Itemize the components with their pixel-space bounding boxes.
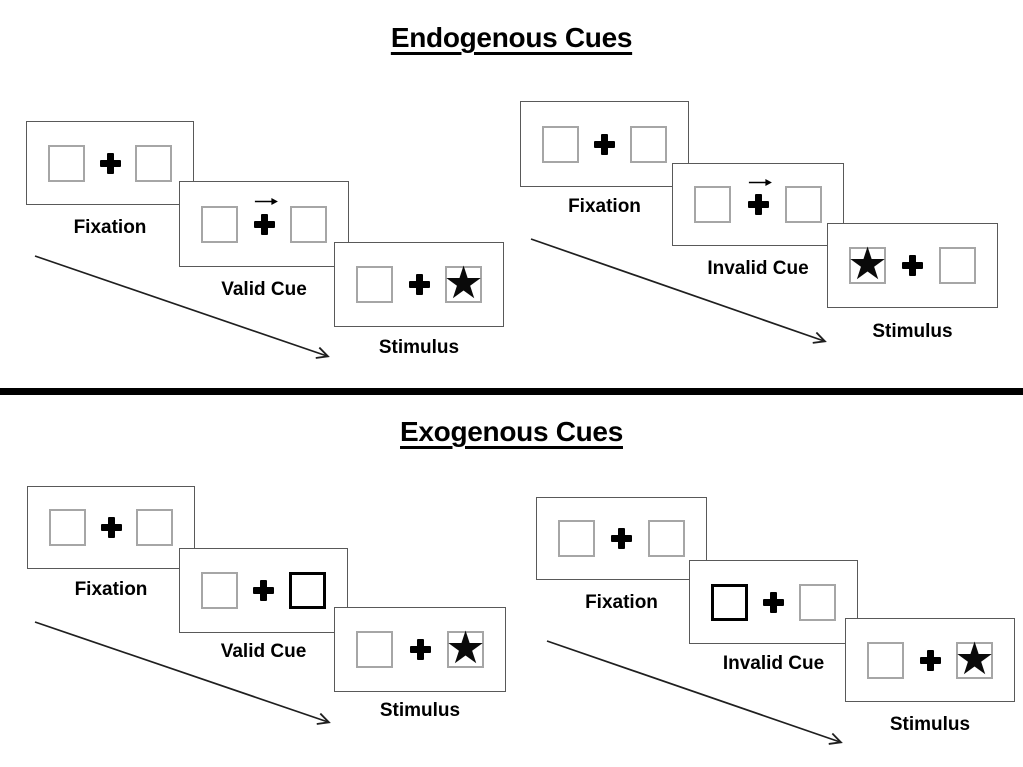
star-icon: ★ (443, 257, 484, 308)
stimulus-panel: ★ ★ (845, 618, 1015, 702)
right-box: ★ (785, 186, 822, 223)
right-box: ★ (443, 260, 483, 305)
right-box: ★ (799, 583, 836, 621)
panel-label: Stimulus (872, 321, 953, 342)
left-box: ★ (847, 241, 887, 286)
right-box: ★ (290, 205, 327, 243)
right-box: ★ (136, 509, 173, 546)
left-box: ★ (201, 205, 238, 243)
panel-label: Valid Cue (220, 641, 307, 662)
fixation-cross-icon (919, 649, 941, 671)
stimulus-panel: ★ ★ (827, 223, 998, 308)
fixation-panel: ★ ★ (536, 497, 707, 580)
panel-label: Invalid Cue (722, 653, 825, 674)
timeline-arrow-exogenous-invalid (546, 640, 843, 745)
invalid-cue-panel: ★ ★ (672, 163, 844, 246)
fixation-cross-icon (747, 194, 769, 215)
right-box: ★ (648, 520, 685, 557)
valid-cue-panel: ★ ★ (179, 181, 349, 267)
right-arrow-icon (254, 198, 278, 205)
fixation-panel: ★ ★ (27, 486, 195, 569)
left-box: ★ (49, 509, 86, 546)
fixation-cross-icon (99, 152, 121, 174)
panel-label: Fixation (568, 196, 641, 217)
panel-label: Fixation (73, 217, 147, 238)
left-box: ★ (867, 641, 904, 679)
right-box: ★ (954, 636, 994, 681)
left-box: ★ (356, 631, 393, 668)
fixation-cross-icon (100, 517, 122, 538)
fixation-cross-icon (594, 133, 615, 155)
section-divider (0, 388, 1023, 395)
fixation-cross-icon (253, 213, 275, 235)
panel-label: Fixation (585, 592, 658, 613)
valid-cue-panel: ★ ★ (179, 548, 348, 633)
left-box: ★ (694, 186, 731, 223)
timeline-arrow-endogenous-invalid (530, 238, 827, 344)
fixation-cross-icon (902, 255, 923, 276)
fixation-cross-icon (611, 528, 632, 549)
right-box: ★ (289, 572, 326, 609)
right-box: ★ (445, 625, 485, 670)
timeline-arrow-exogenous-valid (34, 621, 331, 725)
panel-label: Fixation (74, 579, 148, 600)
left-box: ★ (201, 572, 238, 609)
right-box: ★ (939, 247, 976, 284)
invalid-cue-panel: ★ ★ (689, 560, 858, 644)
left-box: ★ (711, 583, 748, 621)
left-box: ★ (356, 266, 393, 303)
endogenous-section-title: Endogenous Cues (390, 22, 633, 53)
panel-label: Invalid Cue (707, 258, 809, 279)
fixation-cross-icon (763, 591, 784, 613)
exogenous-section-title: Exogenous Cues (400, 416, 623, 447)
timeline-arrow-endogenous-valid (34, 255, 330, 359)
fixation-panel: ★ ★ (26, 121, 194, 205)
right-box: ★ (135, 144, 172, 182)
fixation-cross-icon (253, 580, 274, 601)
stimulus-panel: ★ ★ (334, 607, 506, 692)
star-icon: ★ (847, 238, 888, 289)
right-arrow-icon (748, 178, 772, 186)
left-box: ★ (558, 520, 595, 557)
stimulus-panel: ★ ★ (334, 242, 504, 327)
fixation-cross-icon (408, 274, 430, 295)
panel-label: Stimulus (378, 337, 460, 358)
star-icon: ★ (954, 632, 995, 684)
fixation-cross-icon (409, 639, 431, 660)
left-box: ★ (542, 125, 579, 163)
panel-label: Stimulus (889, 714, 971, 735)
panel-label: Valid Cue (221, 279, 307, 300)
panel-label: Stimulus (379, 700, 461, 721)
left-box: ★ (48, 144, 85, 182)
fixation-panel: ★ ★ (520, 101, 689, 187)
right-box: ★ (630, 125, 667, 163)
star-icon: ★ (445, 622, 486, 673)
